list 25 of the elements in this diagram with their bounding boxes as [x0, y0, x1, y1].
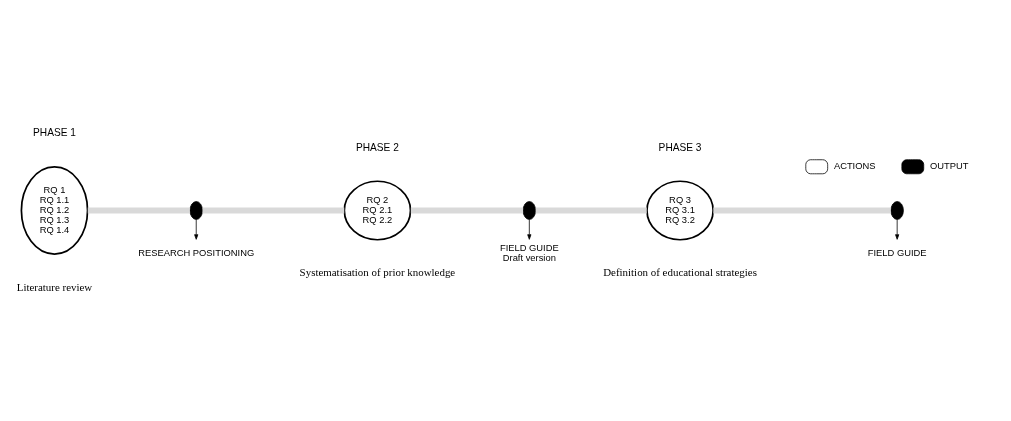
node-text: FIELD GUIDE Draft version — [499, 242, 559, 263]
node-ellipse: RQ 2 RQ 2.1 RQ 2.2 — [343, 180, 412, 241]
node-label: Definition of educational strategies — [603, 265, 757, 278]
arrow — [527, 219, 532, 240]
connector — [87, 207, 190, 214]
arrow — [194, 219, 199, 240]
connector — [713, 207, 891, 214]
label: PHASE 1 — [33, 126, 76, 138]
legend-label: OUTPUT — [929, 161, 969, 172]
legend-label: ACTIONS — [833, 161, 876, 172]
label: PHASE 2 — [356, 141, 399, 153]
node-circle — [522, 201, 536, 220]
label: PHASE 3 — [658, 141, 702, 153]
arrow — [895, 219, 900, 240]
connector — [410, 207, 524, 214]
node-circle — [890, 201, 904, 220]
node-label: Systematisation of prior knowledge — [299, 265, 456, 278]
node-ellipse: RQ 3 RQ 3.1 RQ 3.2 — [646, 180, 714, 241]
connector — [202, 207, 345, 214]
node-ellipse: RQ 1 RQ 1.1 RQ 1.2 RQ 1.3 RQ 1.4 — [20, 166, 89, 255]
connector — [535, 207, 647, 214]
node-text: RESEARCH POSITIONING — [138, 247, 255, 258]
node-label: Literature review — [16, 280, 93, 293]
node-text: FIELD GUIDE — [867, 247, 927, 258]
node-circle — [189, 201, 203, 220]
